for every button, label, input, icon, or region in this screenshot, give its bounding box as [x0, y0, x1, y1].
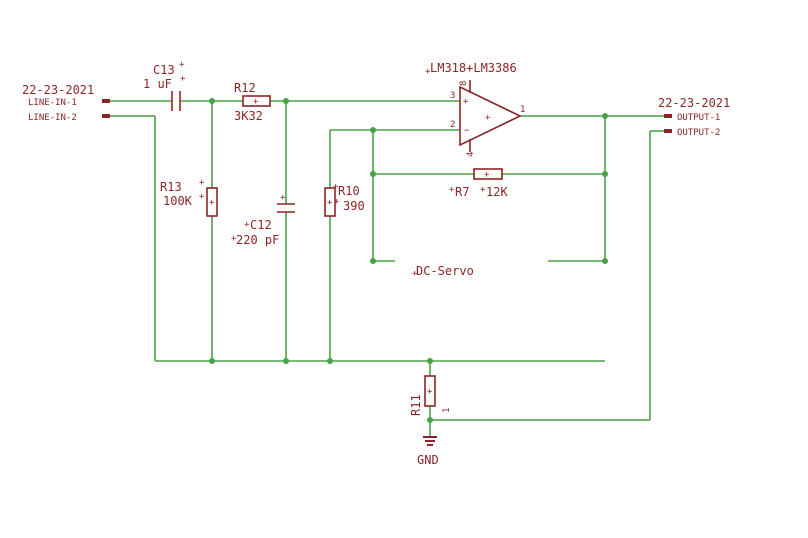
connector-pin-icon	[102, 114, 110, 118]
junctions	[209, 98, 608, 423]
resistor-plus-mark: +	[327, 198, 333, 208]
opamp-pin-in-minus: 2	[450, 120, 455, 130]
resistor-r10: + R10 + 390 +	[324, 182, 365, 217]
gnd-label: GND	[417, 453, 439, 467]
opamp-name-plus-mark: +	[425, 67, 431, 77]
junction-dot	[602, 171, 608, 177]
opamp-plus-sign: +	[463, 97, 469, 107]
r13-name-label: R13	[160, 180, 182, 194]
junction-dot	[427, 417, 433, 423]
dc-servo-label-group: + DC-Servo	[412, 264, 474, 279]
opamp-u1: + − + 3 2 1 8 4 + LM318+LM3386	[425, 61, 525, 157]
c12-plus-mark: +	[280, 193, 286, 203]
input-connector: 22-23-2021 LINE-IN-1 LINE-IN-2	[22, 83, 110, 123]
line-in-1-label: LINE-IN-1	[28, 98, 77, 108]
opamp-pin-out: 1	[520, 105, 525, 115]
c12-value-plus-mark: +	[231, 234, 237, 244]
c12-value-label: 220 pF	[236, 233, 279, 247]
r10-name-plus-mark: +	[333, 182, 339, 192]
c13-name-label: C13	[153, 63, 175, 77]
resistor-body-icon	[206, 187, 218, 217]
junction-dot	[427, 358, 433, 364]
connector-pin-icon	[102, 99, 110, 103]
opamp-pin-in-plus: 3	[450, 91, 455, 101]
resistor-body-icon	[242, 95, 271, 107]
junction-dot	[602, 113, 608, 119]
r7-value-plus-mark: +	[480, 185, 486, 195]
opamp-triangle-icon	[459, 85, 522, 147]
dc-servo-label: DC-Servo	[416, 264, 474, 278]
junction-dot	[209, 98, 215, 104]
c13-value-label: 1 uF	[143, 77, 172, 91]
date-label-right: 22-23-2021	[658, 96, 730, 110]
capacitor-c13: C13 + 1 uF +	[143, 60, 186, 111]
resistor-body-icon	[424, 375, 436, 407]
opamp-center-mark: +	[485, 113, 491, 123]
r10-value-label: 390	[343, 199, 365, 213]
r13-name-plus-mark: +	[199, 178, 205, 188]
r13-value-label: 100K	[163, 194, 193, 208]
resistor-r12: + R12 3K32	[234, 81, 271, 123]
resistor-plus-mark: +	[253, 97, 259, 107]
date-label-left: 22-23-2021	[22, 83, 94, 97]
opamp-minus-sign: −	[464, 126, 470, 136]
r10-value-plus-mark: +	[334, 197, 340, 207]
output-2-label: OUTPUT-2	[677, 128, 720, 138]
opamp-pin-v-minus: 4	[466, 152, 476, 157]
junction-dot	[283, 98, 289, 104]
junction-dot	[370, 258, 376, 264]
opamp-name-label: LM318+LM3386	[430, 61, 517, 75]
line-in-2-label: LINE-IN-2	[28, 113, 77, 123]
r13-value-plus-mark: +	[199, 192, 205, 202]
junction-dot	[370, 171, 376, 177]
r10-name-label: R10	[338, 184, 360, 198]
ground-symbol: GND	[417, 436, 439, 467]
resistor-plus-mark: +	[427, 387, 433, 397]
resistor-plus-mark: +	[484, 170, 490, 180]
connector-pin-icon	[664, 129, 672, 133]
junction-dot	[327, 358, 333, 364]
r7-value-label: 12K	[486, 185, 508, 199]
c13-value-plus-mark: +	[180, 74, 186, 84]
resistor-r11: + R11 1	[409, 375, 452, 416]
r11-name-label: R11	[409, 394, 423, 416]
resistor-r13: + R13 + 100K +	[160, 178, 218, 217]
c12-name-plus-mark: +	[244, 220, 250, 230]
r12-name-label: R12	[234, 81, 256, 95]
junction-dot	[602, 258, 608, 264]
dc-servo-plus-mark: +	[412, 269, 418, 279]
wires	[108, 100, 665, 436]
junction-dot	[283, 358, 289, 364]
connector-pin-icon	[664, 114, 672, 118]
r7-name-label: R7	[455, 185, 469, 199]
resistor-r7: + + R7 + 12K	[449, 168, 508, 199]
output-connector: 22-23-2021 OUTPUT-1 OUTPUT-2	[658, 96, 730, 138]
resistor-body-icon	[324, 187, 336, 217]
r11-pin-label: 1	[442, 408, 452, 413]
resistor-body-icon	[473, 168, 503, 180]
resistor-plus-mark: +	[209, 198, 215, 208]
output-1-label: OUTPUT-1	[677, 113, 720, 123]
capacitor-c12: + + C12 + 220 pF	[231, 193, 295, 247]
r7-name-plus-mark: +	[449, 185, 455, 195]
opamp-pin-v-plus: 8	[459, 81, 469, 86]
r12-value-label: 3K32	[234, 109, 263, 123]
junction-dot	[209, 358, 215, 364]
junction-dot	[370, 127, 376, 133]
c13-name-plus-mark: +	[179, 60, 185, 70]
c12-name-label: C12	[250, 218, 272, 232]
